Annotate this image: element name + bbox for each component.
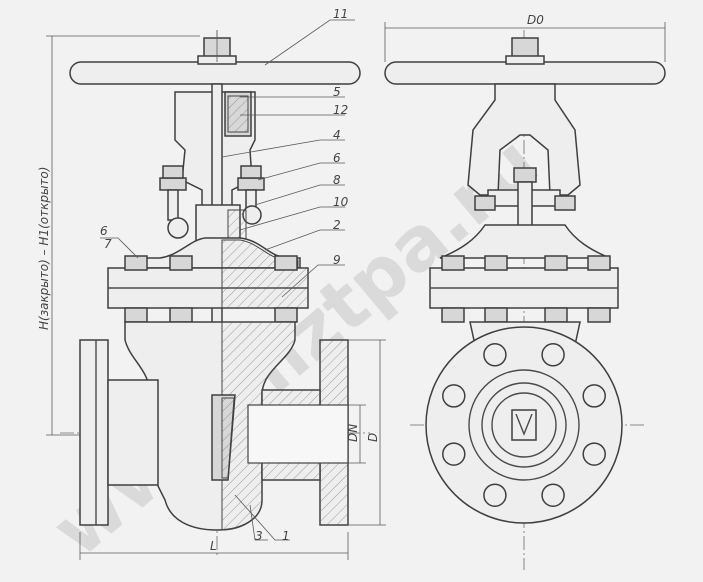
front-yoke (467, 83, 581, 196)
flange-bolt-holes (442, 343, 606, 507)
callout-6-lower: 6 (100, 224, 108, 238)
callout-5: 5 (333, 85, 341, 99)
handwheel (69, 61, 361, 85)
side-section-view (46, 30, 386, 560)
callout-leaders (100, 19, 355, 541)
dn-dimension-label: DN (346, 424, 360, 442)
callout-10: 10 (333, 195, 349, 209)
front-handwheel (384, 61, 666, 85)
bolt-hole (582, 384, 606, 408)
callout-7: 7 (104, 237, 112, 251)
bolt-hole (442, 384, 466, 408)
bolt-hole (483, 483, 507, 507)
bolt-hole (541, 343, 565, 367)
height-dimension-label: H(закрыто) – H1(открыто) (37, 167, 51, 330)
length-dimension-label: L (210, 539, 217, 553)
callout-8: 8 (333, 173, 341, 187)
callout-11: 11 (333, 7, 348, 21)
left-flange (79, 339, 109, 526)
callout-2: 2 (333, 218, 341, 232)
callout-4: 4 (333, 128, 341, 142)
callout-9: 9 (333, 253, 341, 267)
d0-dimension-label: D0 (527, 13, 544, 27)
bolt-hole (582, 442, 606, 466)
callout-12: 12 (333, 103, 348, 117)
callout-1: 1 (282, 529, 290, 543)
bolt-hole (541, 483, 565, 507)
callout-3: 3 (255, 529, 263, 543)
callout-6-upper: 6 (333, 151, 341, 165)
front-view: D0 (384, 13, 666, 570)
bolt-hole (483, 343, 507, 367)
d-dimension-label: D (366, 433, 380, 442)
bolt-hole (442, 442, 466, 466)
flange-bolts (124, 255, 298, 323)
